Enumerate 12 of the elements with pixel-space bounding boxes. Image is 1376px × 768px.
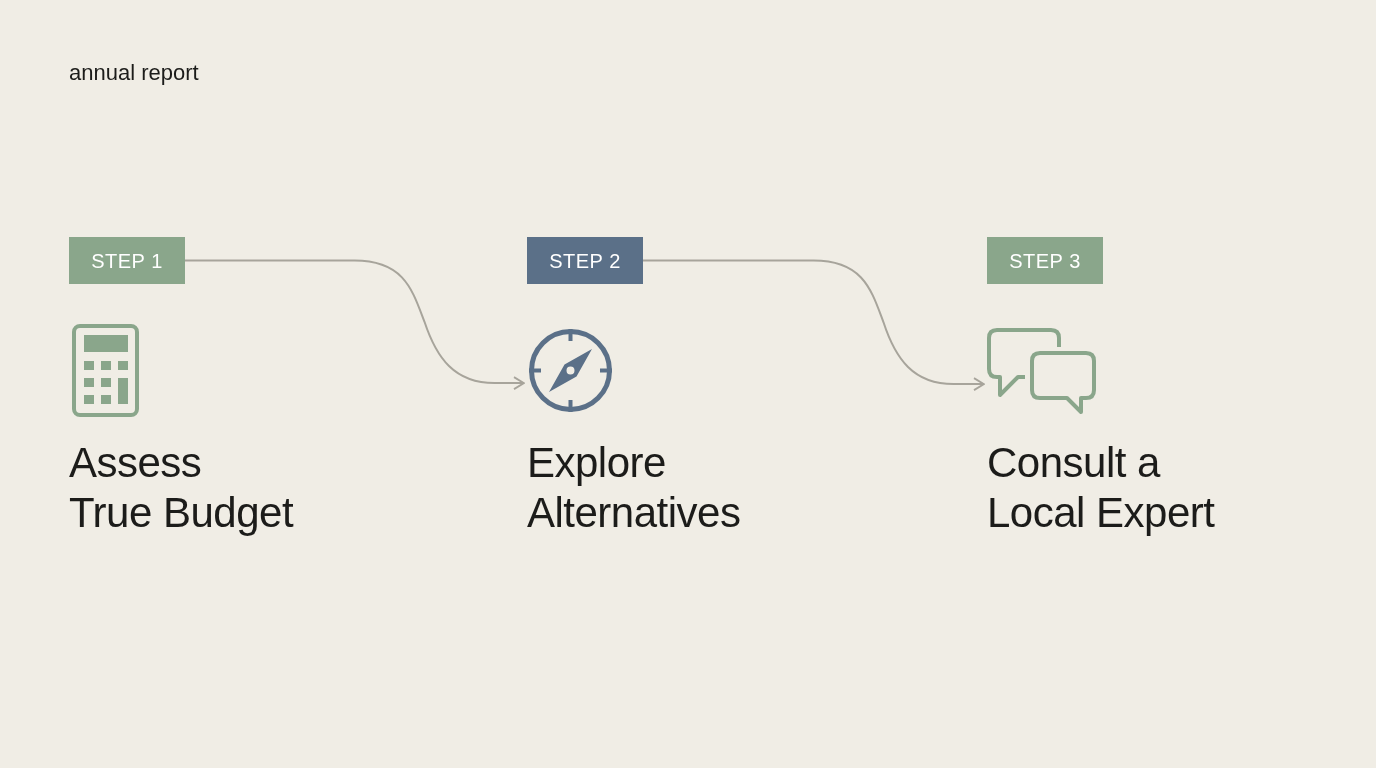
calculator-icon [72,324,139,417]
step-heading: Explore Alternatives [527,438,741,538]
step-badge: STEP 1 [69,237,185,284]
step-badge: STEP 2 [527,237,643,284]
page-title: annual report [69,60,199,86]
compass-icon [527,327,614,414]
step-badge: STEP 3 [987,237,1103,284]
step-heading: Consult a Local Expert [987,438,1215,538]
chat-bubbles-icon [987,328,1096,415]
curved-arrow [184,259,525,390]
step-heading: Assess True Budget [69,438,294,538]
curved-arrow [642,259,985,391]
